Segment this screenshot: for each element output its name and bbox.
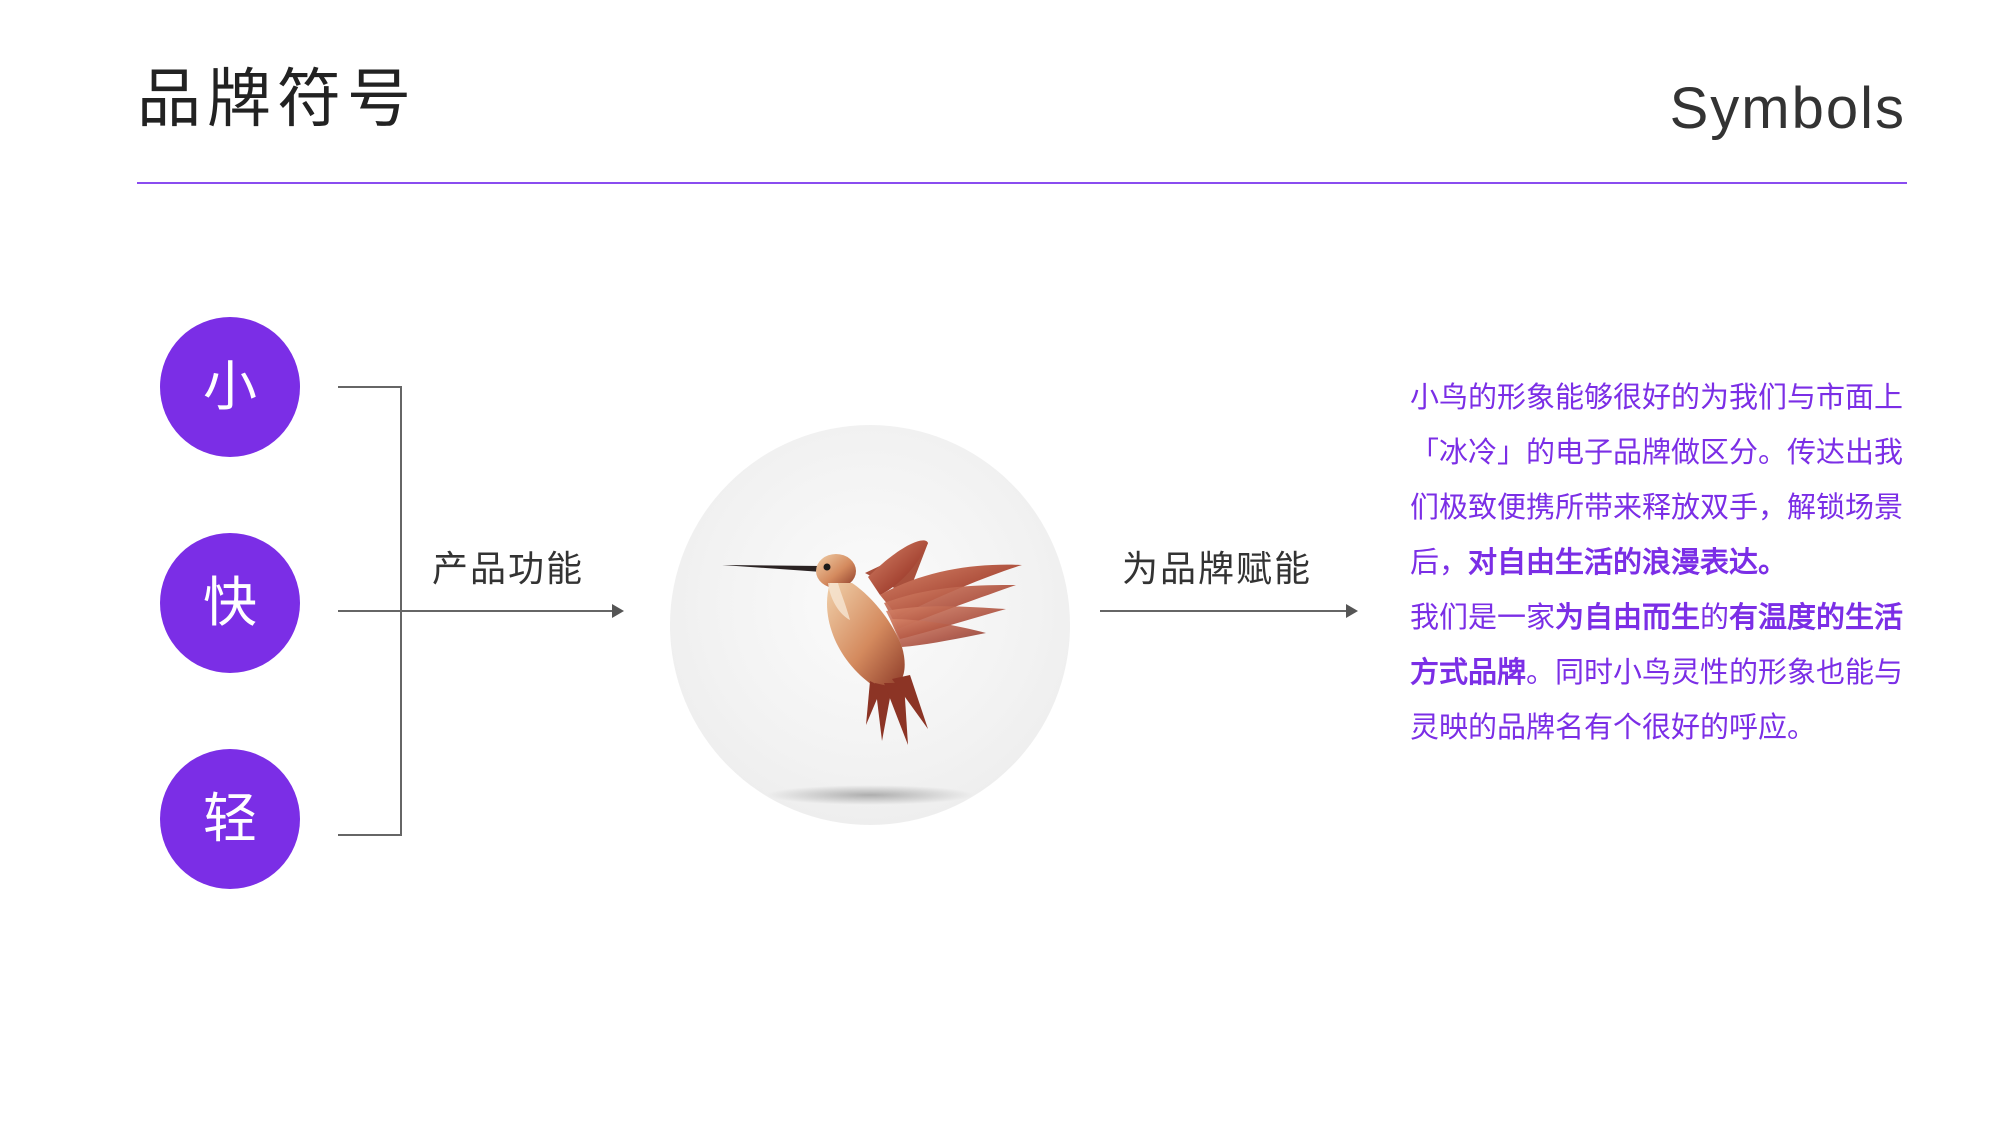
flow-label-brand-empowerment: 为品牌赋能 (1122, 549, 1313, 590)
attribute-circle-small: 小 (160, 317, 300, 457)
arrow-right-icon (612, 604, 624, 618)
attribute-label: 快 (203, 571, 257, 634)
flow-line-right (1100, 610, 1350, 612)
description-emphasis: 对自由生活的浪漫表达。 (1468, 545, 1788, 579)
description-emphasis: 为自由而生 (1555, 600, 1701, 634)
bracket-bottom-line (338, 834, 402, 836)
description-text: 小鸟的形象能够很好的为我们与市面上「冰冷」的电子品牌做区分。传达出我们极致便携所… (1410, 380, 1904, 579)
flow-line-left (338, 610, 616, 612)
attribute-label: 小 (203, 355, 257, 418)
page-subtitle: Symbols (1669, 76, 1906, 141)
attribute-circle-fast: 快 (160, 533, 300, 673)
brand-description: 小鸟的形象能够很好的为我们与市面上「冰冷」的电子品牌做区分。传达出我们极致便携所… (1410, 370, 1910, 755)
page-title: 品牌符号 (137, 63, 417, 137)
header-divider (137, 182, 1907, 184)
description-text: 我们是一家 (1410, 600, 1556, 634)
description-text: 的 (1700, 600, 1730, 634)
description-paragraph-2: 我们是一家为自由而生的有温度的生活方式品牌。同时小鸟灵性的形象也能与灵映的品牌名… (1410, 590, 1910, 755)
flow-label-product-function: 产品功能 (432, 549, 585, 590)
bird-image (670, 425, 1070, 825)
bird-shadow (765, 785, 975, 805)
bracket-top-line (338, 386, 402, 388)
arrow-right-icon (1346, 604, 1358, 618)
description-paragraph-1: 小鸟的形象能够很好的为我们与市面上「冰冷」的电子品牌做区分。传达出我们极致便携所… (1410, 370, 1910, 590)
description-text: 。同时小鸟灵性的形象也能与灵映的品牌名有个很好的呼应。 (1410, 655, 1904, 744)
hummingbird-icon (722, 540, 1022, 745)
attribute-circle-light: 轻 (160, 749, 300, 889)
description-emphasis: 有温度的生活方式品牌 (1410, 600, 1904, 689)
attribute-label: 轻 (203, 787, 257, 850)
